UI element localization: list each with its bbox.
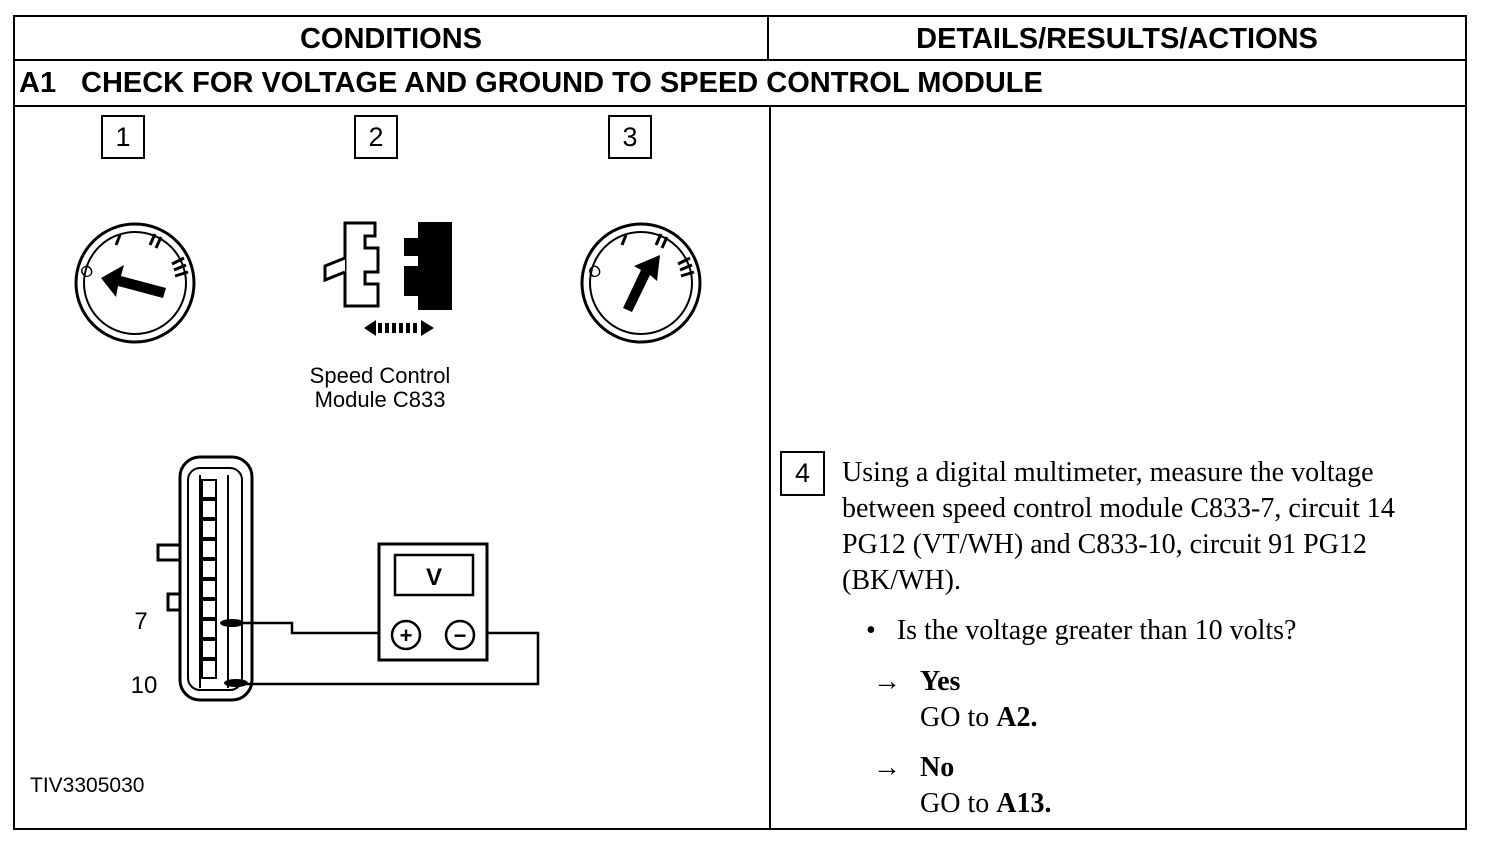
yes-action: GO to A2. [920, 700, 1037, 736]
pin-10-label: 10 [130, 672, 158, 699]
no-action: GO to A13. [920, 786, 1051, 822]
meter-minus-terminal: − [454, 623, 467, 648]
yes-label: Yes [920, 666, 961, 697]
step-title-row: A1 CHECK FOR VOLTAGE AND GROUND TO SPEED… [15, 61, 1465, 107]
pin-7-label: 7 [134, 608, 148, 635]
instruction-line: (BK/WH). [842, 565, 961, 596]
meter-leads [232, 621, 540, 686]
no-action-prefix: GO to [920, 788, 997, 819]
yes-action-target: A2. [996, 702, 1038, 733]
instruction-line: PG12 (VT/WH) and C833-10, circuit 91 PG1… [842, 529, 1367, 560]
arrow-icon: → [873, 666, 901, 697]
question-text: Is the voltage greater than 10 volts? [896, 615, 1297, 646]
connector-label-line1: Speed Control [309, 363, 451, 388]
instruction-line: Using a digital multimeter, measure the … [842, 457, 1374, 488]
arrow-icon: → [873, 752, 901, 783]
question-row: • Is the voltage greater than 10 volts? [866, 613, 1296, 649]
column-divider [769, 107, 771, 828]
step-box-3: 3 [608, 115, 652, 159]
yes-branch: → Yes [873, 664, 960, 700]
connector-disconnect-icon [323, 221, 452, 336]
connector-label: Speed Control Module C833 [280, 364, 480, 412]
step-box-4: 4 [780, 451, 825, 496]
connector-label-line2: Module C833 [314, 387, 446, 412]
meter-plus-terminal: + [400, 623, 413, 648]
step-id: A1 [19, 67, 57, 99]
conditions-header: CONDITIONS [15, 17, 769, 59]
no-branch: → No [873, 750, 954, 786]
ignition-switch-run-icon: O [580, 222, 702, 344]
ignition-switch-off-icon: O [74, 222, 196, 344]
step-title: CHECK FOR VOLTAGE AND GROUND TO SPEED CO… [81, 67, 1043, 99]
details-header: DETAILS/RESULTS/ACTIONS [916, 23, 1318, 55]
step-box-1: 1 [101, 115, 145, 159]
connector-c833-pinout [156, 455, 254, 702]
figure-id: TIV3305030 [30, 774, 145, 797]
instruction-text: Using a digital multimeter, measure the … [842, 455, 1462, 599]
bullet-icon: • [866, 615, 876, 646]
meter-display-label: V [426, 564, 442, 591]
no-action-target: A13. [996, 788, 1052, 819]
procedure-table: CONDITIONS DETAILS/RESULTS/ACTIONS A1 CH… [13, 15, 1467, 830]
instruction-line: between speed control module C833-7, cir… [842, 493, 1395, 524]
step-box-2: 2 [354, 115, 398, 159]
multimeter-icon: V + − [377, 542, 489, 662]
yes-action-prefix: GO to [920, 702, 997, 733]
no-label: No [920, 752, 955, 783]
table-header: CONDITIONS DETAILS/RESULTS/ACTIONS [15, 17, 1465, 61]
